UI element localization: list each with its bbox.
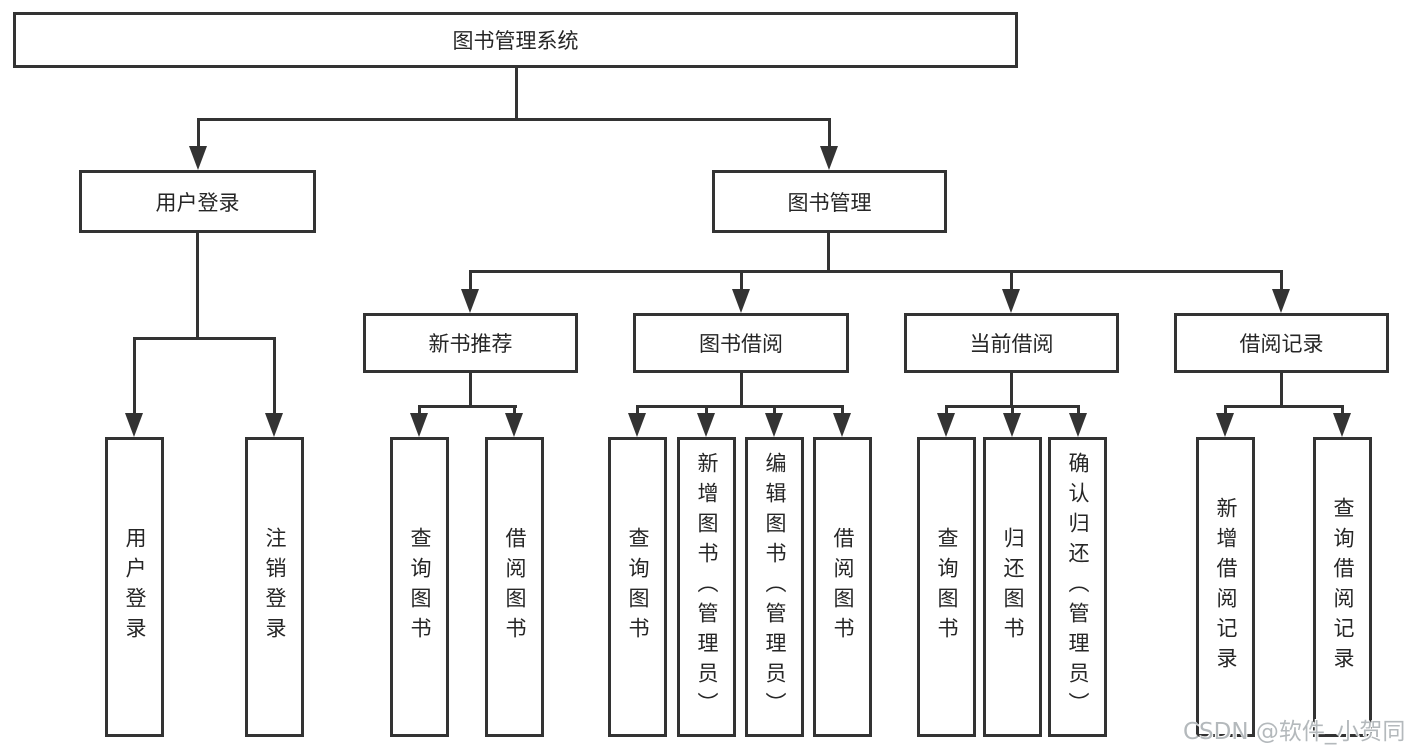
arrow-down-icon — [505, 413, 523, 437]
connector-vline — [705, 405, 708, 417]
leaf-query-borrow-record: 查询借阅记录 — [1313, 437, 1372, 737]
arrow-down-icon — [125, 413, 143, 437]
arrow-down-icon — [732, 289, 750, 313]
connector-vline — [828, 118, 831, 150]
connector-vline — [1224, 405, 1227, 417]
connector-vline — [1280, 270, 1283, 292]
connector-vline — [841, 405, 844, 417]
node-label: 用户登录 — [123, 527, 148, 647]
connector-vline — [1077, 405, 1080, 417]
connector-vline — [133, 337, 136, 417]
arrow-down-icon — [820, 146, 838, 170]
connector-hline — [197, 118, 831, 121]
leaf-borrow-books-2: 借阅图书 — [813, 437, 872, 737]
node-label: 图书管理 — [787, 190, 872, 215]
leaf-borrow-books: 借阅图书 — [485, 437, 544, 737]
arrow-down-icon — [1272, 289, 1290, 313]
node-label: 图书借阅 — [699, 332, 783, 356]
node-label: 借阅图书 — [503, 527, 528, 647]
node-label: 借阅记录 — [1239, 332, 1324, 356]
connector-hline — [636, 405, 844, 408]
node-label: 确认归还（管理员） — [1066, 452, 1091, 722]
connector-vline — [740, 373, 743, 407]
connector-vline — [827, 233, 830, 272]
arrow-down-icon — [1333, 413, 1351, 437]
arrow-down-icon — [1003, 413, 1021, 437]
connector-vline — [1010, 270, 1013, 292]
node-new-book-recommend: 新书推荐 — [363, 313, 578, 373]
arrow-down-icon — [1069, 413, 1087, 437]
node-label: 查询借阅记录 — [1331, 497, 1356, 677]
arrow-down-icon — [410, 413, 428, 437]
node-label: 查询图书 — [935, 527, 960, 647]
connector-vline — [636, 405, 639, 417]
connector-vline — [196, 233, 199, 339]
node-user-login: 用户登录 — [79, 170, 316, 233]
arrow-down-icon — [1216, 413, 1234, 437]
node-label: 新书推荐 — [428, 332, 513, 356]
node-label: 当前借阅 — [969, 332, 1054, 356]
connector-vline — [1280, 373, 1283, 407]
connector-hline — [469, 270, 1283, 273]
arrow-down-icon — [765, 413, 783, 437]
node-label: 查询图书 — [408, 527, 433, 647]
connector-hline — [133, 337, 276, 340]
arrow-down-icon — [1002, 289, 1020, 313]
connector-vline — [515, 68, 518, 118]
node-borrowing-records: 借阅记录 — [1174, 313, 1389, 373]
node-book-management: 图书管理 — [712, 170, 947, 233]
leaf-add-borrow-record: 新增借阅记录 — [1196, 437, 1255, 737]
leaf-return-book: 归还图书 — [983, 437, 1042, 737]
node-book-borrowing: 图书借阅 — [633, 313, 849, 373]
connector-vline — [469, 373, 472, 407]
csdn-watermark: CSDN @软件_小贺同学 — [1183, 719, 1405, 745]
connector-vline — [1341, 405, 1344, 417]
node-label: 归还图书 — [1001, 527, 1026, 647]
leaf-query-books-3: 查询图书 — [917, 437, 976, 737]
leaf-add-book-admin: 新增图书（管理员） — [677, 437, 736, 737]
arrow-down-icon — [265, 413, 283, 437]
connector-vline — [740, 270, 743, 292]
node-root-system: 图书管理系统 — [13, 12, 1018, 68]
node-label: 新增借阅记录 — [1214, 497, 1239, 677]
leaf-query-books: 查询图书 — [390, 437, 449, 737]
leaf-user-login: 用户登录 — [105, 437, 164, 737]
arrow-down-icon — [628, 413, 646, 437]
connector-vline — [773, 405, 776, 417]
arrow-down-icon — [937, 413, 955, 437]
leaf-confirm-return-admin: 确认归还（管理员） — [1048, 437, 1107, 737]
node-label: 图书管理系统 — [452, 29, 579, 53]
node-label: 编辑图书（管理员） — [763, 452, 788, 722]
arrow-down-icon — [697, 413, 715, 437]
connector-hline — [418, 405, 517, 408]
node-label: 借阅图书 — [831, 527, 856, 647]
connector-vline — [1011, 405, 1014, 417]
node-label: 查询图书 — [626, 527, 651, 647]
connector-vline — [469, 270, 472, 292]
connector-vline — [418, 405, 421, 417]
node-current-borrowing: 当前借阅 — [904, 313, 1119, 373]
node-label: 用户登录 — [155, 190, 240, 215]
arrow-down-icon — [461, 289, 479, 313]
arrow-down-icon — [833, 413, 851, 437]
leaf-edit-book-admin: 编辑图书（管理员） — [745, 437, 804, 737]
connector-vline — [1010, 373, 1013, 407]
connector-vline — [273, 337, 276, 417]
arrow-down-icon — [189, 146, 207, 170]
connector-hline — [1224, 405, 1344, 408]
connector-vline — [945, 405, 948, 417]
node-label: 新增图书（管理员） — [695, 452, 720, 722]
node-label: 注销登录 — [263, 527, 288, 647]
connector-vline — [513, 405, 516, 417]
leaf-query-books-2: 查询图书 — [608, 437, 667, 737]
connector-vline — [197, 118, 200, 150]
leaf-logout: 注销登录 — [245, 437, 304, 737]
